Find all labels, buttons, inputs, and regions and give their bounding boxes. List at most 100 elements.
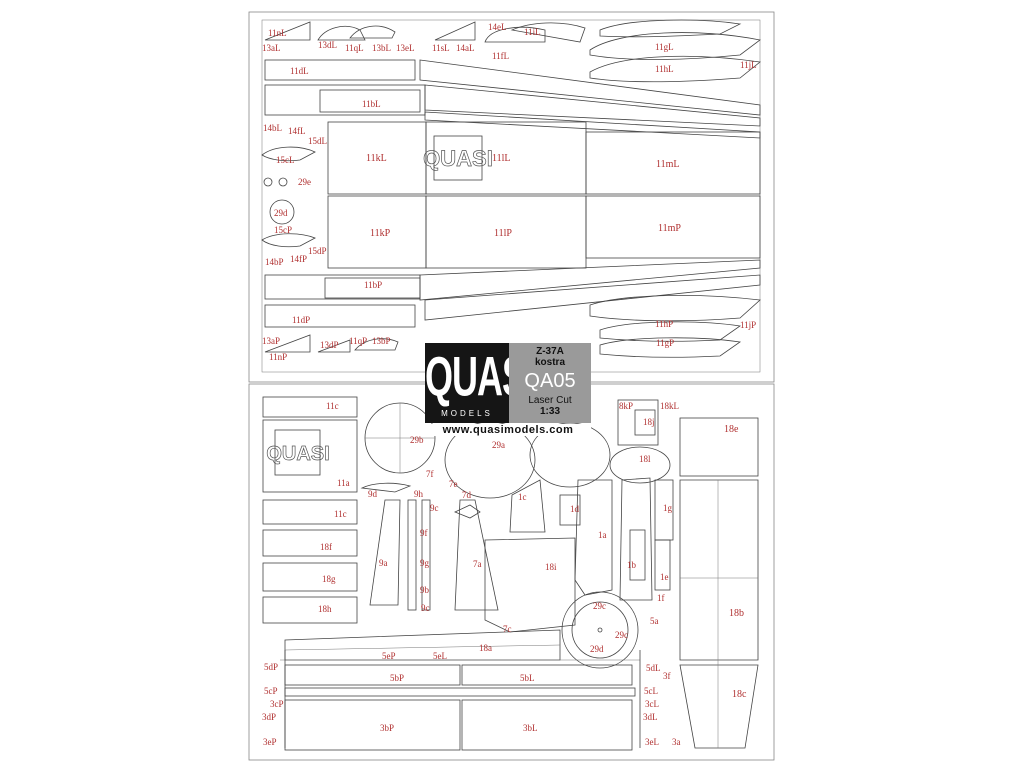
model-line1: Z-37A [536,346,564,357]
label-29b: 29b [410,435,424,445]
label-11lL: 11lL [492,153,511,164]
label-1c: 1c [518,492,527,502]
label-9c-b: 9c [421,603,430,613]
label-1a: 1a [598,530,607,540]
label-18a: 18a [479,643,492,653]
label-13eL: 13eL [396,43,415,53]
label-3eP: 3eP [263,737,277,747]
label-29d-bottom: 29d [590,644,604,654]
logo-grey-panel [509,343,591,423]
label-15cL: 15cL [276,155,295,165]
label-11qL: 11qL [345,43,364,53]
label-7c: 7c [503,624,512,634]
label-15dL: 15dL [308,136,327,146]
label-11jP: 11jP [740,320,756,330]
label-7e: 7e [449,479,458,489]
label-3eL: 3eL [645,737,659,747]
label-18b: 18b [729,608,744,619]
label-18g: 18g [322,574,336,584]
top-panel-parts: QUASI 11nL 13aL 13dL 11qL 13bL 13eL 11sL… [261,19,761,373]
label-9a: 9a [379,558,388,568]
label-8kP: 8kP [619,401,633,411]
label-18c: 18c [732,689,747,700]
label-9b: 9b [420,585,430,595]
label-13aL: 13aL [262,43,281,53]
label-18kL: 18kL [660,401,679,411]
label-1b: 1b [627,560,637,570]
label-14fL: 14fL [288,126,306,136]
bottom-panel [248,383,775,761]
label-9f: 9f [420,528,428,538]
brand-logo-block: QUASI MODELS Z-37A kostra QA05 Laser Cut… [425,343,591,423]
label-11c-top: 11c [326,401,339,411]
label-11dP: 11dP [292,315,310,325]
label-11sL: 11sL [432,43,450,53]
label-3dP: 3dP [262,712,276,722]
label-5cP: 5cP [264,686,278,696]
label-11fL: 11fL [492,51,509,61]
label-5dP: 5dP [264,662,278,672]
label-29d: 29d [274,208,288,218]
label-9d: 9d [368,489,378,499]
label-14fP: 14fP [290,254,307,264]
label-11gL: 11gL [655,42,674,52]
label-14eL: 14eL [488,22,507,32]
label-3cL: 3cL [645,699,659,709]
label-3bL: 3bL [523,723,538,733]
label-11qP: 11qP [349,336,367,346]
label-3a: 3a [672,737,681,747]
tech-info: Laser Cut 1:33 [509,395,591,417]
label-11nP: 11nP [269,352,287,362]
svg-text:QUASI: QUASI [423,146,493,171]
label-5eP: 5eP [382,651,396,661]
label-18i: 18i [545,562,557,572]
scale-label: 1:33 [539,406,560,417]
label-29e: 29e [298,177,311,187]
label-29a: 29a [492,440,505,450]
label-13dL: 13dL [318,40,337,50]
label-5dL: 5dL [646,663,661,673]
label-15cP: 15cP [274,225,292,235]
label-18f: 18f [320,542,332,552]
label-9h: 9h [414,489,424,499]
website-url: www.quasimodels.com [425,424,591,436]
label-7f: 7f [426,469,434,479]
model-line2: kostra [534,357,565,368]
label-11iL: 11iL [524,27,541,37]
label-3bP: 3bP [380,723,394,733]
tech-line1: Laser Cut [528,395,572,406]
bottom-panel-parts: QUASI [262,396,759,751]
label-11nL: 11nL [268,28,287,38]
label-11c-mid: 11c [334,509,347,519]
label-5bL: 5bL [520,673,535,683]
label-11mL: 11mL [656,159,680,170]
label-5a: 5a [650,616,659,626]
label-11bP: 11bP [364,280,382,290]
label-5bP: 5bP [390,673,404,683]
label-13bP: 13bP [372,336,391,346]
label-18h: 18h [318,604,332,614]
label-11hL: 11hL [655,64,674,74]
label-11dL: 11dL [290,66,309,76]
label-11hP: 11hP [655,319,673,329]
label-13bL: 13bL [372,43,391,53]
label-3cP: 3cP [270,699,284,709]
label-5cL: 5cL [644,686,658,696]
label-29c-a: 29c [593,601,606,611]
label-18j: 18j [643,417,655,427]
label-14aL: 14aL [456,43,475,53]
svg-text:QUASI: QUASI [266,443,329,465]
label-29c-b: 29c [615,630,628,640]
logo-subtitle: MODELS [441,409,493,418]
label-9c-a: 9c [430,503,439,513]
label-15dP: 15dP [308,246,327,256]
label-18l: 18l [639,454,651,464]
label-14bL: 14bL [263,123,282,133]
label-11bL: 11bL [362,99,381,109]
label-14bP: 14bP [265,257,284,267]
label-3f: 3f [663,671,671,681]
logo-black-panel: QUASI MODELS [425,343,535,423]
label-18e: 18e [724,424,739,435]
label-11lP: 11lP [494,228,512,239]
